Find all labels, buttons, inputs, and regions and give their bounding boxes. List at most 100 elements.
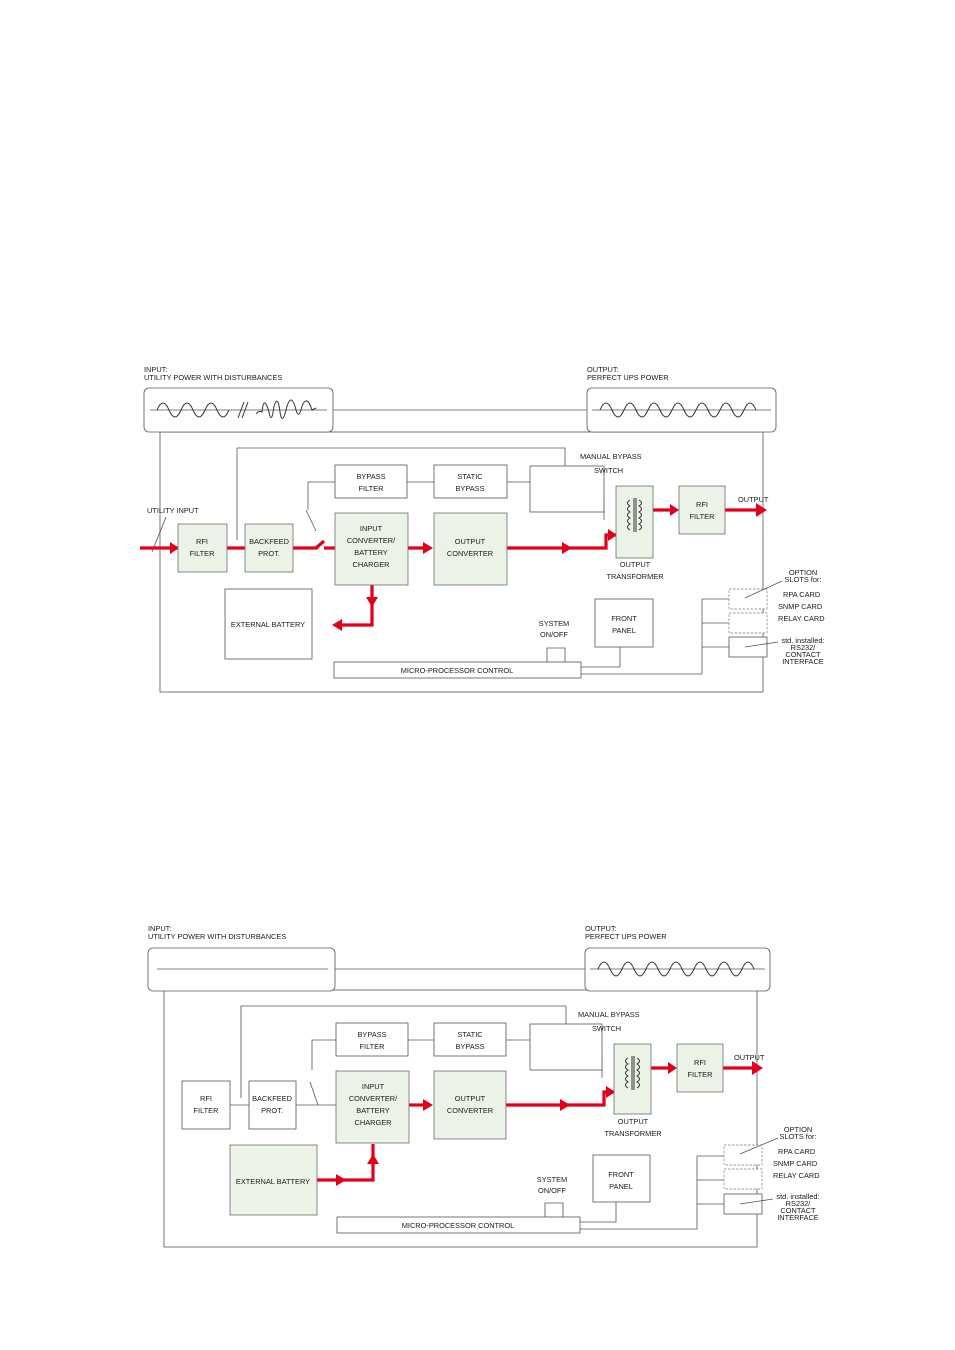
input-waveform-panel-2	[147, 947, 336, 992]
front-panel-label-b: FRONT	[608, 1170, 634, 1179]
input-subtitle-2: UTILITY POWER WITH DISTURBANCES	[148, 932, 286, 941]
micro-processor-control-bar	[333, 661, 582, 679]
manual-bypass-label-b: MANUAL BYPASS	[578, 1010, 640, 1019]
front-panel-label-2: PANEL	[612, 626, 636, 635]
front-panel-label: FRONT	[611, 614, 637, 623]
input-subtitle: UTILITY POWER WITH DISTURBANCES	[144, 373, 282, 382]
static-bypass-label: STATIC	[457, 472, 483, 481]
output-subtitle-2: PERFECT UPS POWER	[585, 932, 667, 941]
std-installed-label-b2: RS232/	[786, 1199, 812, 1208]
relay-card-label: RELAY CARD	[778, 614, 825, 623]
option-slots-label-b2: SLOTS for:	[780, 1132, 817, 1141]
bypass-filter-label-2: FILTER	[359, 484, 384, 493]
backfeed-label: BACKFEED	[249, 537, 289, 546]
std-installed-label-2: RS232/	[791, 643, 817, 652]
static-bypass-label-b2: BYPASS	[455, 1042, 484, 1051]
output-label: OUTPUT	[738, 495, 769, 504]
static-bypass-block-2	[433, 1022, 507, 1057]
rfi-filter-out-label-2: FILTER	[690, 512, 715, 521]
bypass-filter-block-2	[335, 1022, 409, 1057]
flow-arrow-in	[170, 542, 179, 554]
manual-bypass-box	[529, 465, 605, 513]
bypass-filter-label-b2: FILTER	[360, 1042, 385, 1051]
input-converter-label-4: CHARGER	[353, 560, 390, 569]
output-transformer-label: OUTPUT	[620, 560, 651, 569]
output-converter-label-b: OUTPUT	[455, 1094, 486, 1103]
clean-sine-waveform-2	[597, 961, 755, 977]
output-title-2: OUTPUT:	[585, 924, 617, 933]
bypass-filter-block	[334, 464, 408, 499]
external-battery-label: EXTERNAL BATTERY	[231, 620, 305, 629]
rfi-filter-out-block-2	[676, 1043, 724, 1093]
input-converter-label-b2: CONVERTER/	[349, 1094, 398, 1103]
input-converter-label-1: INPUT	[360, 524, 383, 533]
front-panel-block-2	[592, 1154, 651, 1203]
backfeed-label-2: PROT.	[258, 549, 280, 558]
static-bypass-label-b: STATIC	[457, 1030, 483, 1039]
rfi-filter-out-label: RFI	[696, 500, 708, 509]
rpa-card-label-2: RPA CARD	[778, 1147, 815, 1156]
option-slot-1-b	[723, 1144, 763, 1166]
backfeed-prot-block-2	[248, 1080, 297, 1130]
output-converter-label: OUTPUT	[455, 537, 486, 546]
std-installed-label-3: CONTACT	[785, 650, 821, 659]
rfi-filter-in-label-2: FILTER	[190, 549, 215, 558]
snmp-card-label: SNMP CARD	[778, 602, 822, 611]
battery-discharge-flow	[317, 1144, 375, 1182]
input-converter-label-3: BATTERY	[354, 548, 387, 557]
std-installed-label-b4: INTERFACE	[777, 1213, 819, 1222]
clean-sine-waveform	[599, 402, 757, 418]
relay-card-label-2: RELAY CARD	[773, 1171, 820, 1180]
std-installed-label-1: std. installed:	[781, 636, 824, 645]
backfeed-label-b: BACKFEED	[252, 1094, 292, 1103]
flow-arrow-out	[756, 503, 767, 517]
static-bypass-block	[433, 464, 508, 499]
ups-diagram-battery: INPUT: UTILITY POWER WITH DISTURBANCES O…	[147, 924, 820, 1248]
option-slots-label: OPTION	[789, 568, 817, 577]
input-converter-label-b4: CHARGER	[355, 1118, 392, 1127]
output-transformer-label-b2: TRANSFORMER	[604, 1129, 661, 1138]
input-title-2: INPUT:	[148, 924, 171, 933]
manual-bypass-box-2	[529, 1023, 603, 1071]
system-onoff-label-2: ON/OFF	[540, 630, 568, 639]
rfi-filter-in-label-b2: FILTER	[194, 1106, 219, 1115]
system-onoff-label-b2: ON/OFF	[538, 1186, 566, 1195]
rfi-filter-out-block	[678, 485, 726, 535]
option-slots-label-b: OPTION	[784, 1125, 812, 1134]
option-slots-label-2: SLOTS for:	[785, 575, 822, 584]
output-label-2: OUTPUT	[734, 1053, 765, 1062]
std-installed-label-4: INTERFACE	[782, 657, 824, 666]
std-installed-slot-2	[723, 1193, 763, 1215]
front-panel-block	[594, 598, 654, 648]
rfi-filter-in-label: RFI	[196, 537, 208, 546]
ups-enclosure	[159, 431, 764, 693]
bypass-filter-label-b: BYPASS	[357, 1030, 386, 1039]
std-installed-label-b1: std. installed:	[776, 1192, 819, 1201]
option-slot-2	[728, 612, 768, 634]
input-converter-label-b3: BATTERY	[356, 1106, 389, 1115]
rfi-filter-in-block-2	[181, 1080, 231, 1130]
external-battery-label-2: EXTERNAL BATTERY	[236, 1177, 310, 1186]
input-converter-block-2	[335, 1070, 410, 1144]
rfi-filter-in-label-b: RFI	[200, 1094, 212, 1103]
transformer-coil-icon	[627, 498, 642, 532]
micro-control-label-2: MICRO-PROCESSOR CONTROL	[402, 1221, 515, 1230]
output-converter-label-2: CONVERTER	[447, 549, 493, 558]
battery-charge-flow	[340, 585, 374, 627]
input-converter-label-2: CONVERTER/	[347, 536, 396, 545]
output-converter-label-b2: CONVERTER	[447, 1106, 493, 1115]
output-waveform-panel-2	[584, 947, 771, 992]
disturbed-waveform	[156, 399, 317, 419]
option-slot-1	[728, 588, 768, 610]
utility-input-label: UTILITY INPUT	[147, 506, 199, 515]
static-bypass-label-2: BYPASS	[455, 484, 484, 493]
system-onoff-label-b: SYSTEM	[537, 1175, 567, 1184]
std-installed-slot	[728, 636, 768, 658]
front-panel-label-b2: PANEL	[609, 1182, 633, 1191]
system-switch-icon-2	[544, 1202, 564, 1217]
output-converter-block-2	[433, 1070, 507, 1140]
backfeed-label-b2: PROT.	[261, 1106, 283, 1115]
option-slot-2-b	[723, 1168, 763, 1190]
rfi-filter-out-label-b2: FILTER	[688, 1070, 713, 1079]
